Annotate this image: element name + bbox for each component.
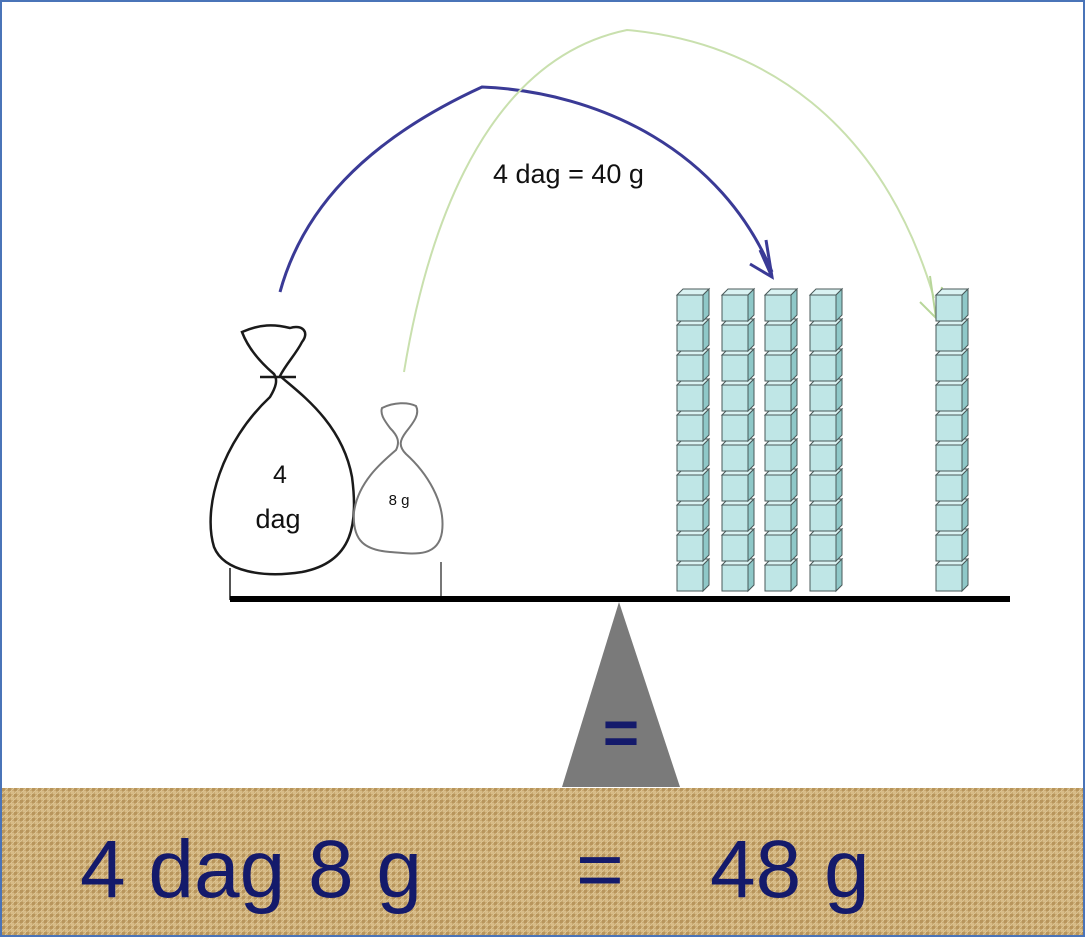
cube bbox=[808, 497, 844, 533]
equation-equals: = bbox=[576, 824, 624, 915]
cube bbox=[808, 347, 844, 383]
cube bbox=[808, 437, 844, 473]
cube bbox=[720, 497, 756, 533]
cube bbox=[720, 287, 756, 323]
cube bbox=[808, 467, 844, 503]
cube bbox=[720, 407, 756, 443]
cube bbox=[675, 317, 711, 353]
cube bbox=[675, 287, 711, 323]
cube bbox=[675, 557, 711, 593]
cube-column-ten-rod-1 bbox=[675, 287, 711, 593]
big-bag: 4 dag bbox=[209, 324, 356, 576]
cube bbox=[675, 347, 711, 383]
cube bbox=[763, 287, 799, 323]
cube bbox=[808, 527, 844, 563]
cube bbox=[934, 287, 970, 323]
equation-right: 48 g bbox=[710, 824, 870, 915]
conversion-label: 4 dag = 40 g bbox=[493, 159, 644, 189]
cube bbox=[763, 407, 799, 443]
balance-beam bbox=[230, 596, 1010, 602]
cube bbox=[675, 407, 711, 443]
cube bbox=[763, 347, 799, 383]
cube bbox=[763, 317, 799, 353]
cube-column-ten-rod-3 bbox=[763, 287, 799, 593]
cube bbox=[763, 467, 799, 503]
blue-arrow bbox=[278, 85, 774, 293]
cube bbox=[808, 317, 844, 353]
cube bbox=[808, 287, 844, 323]
ground bbox=[2, 788, 1083, 935]
fulcrum bbox=[562, 602, 680, 787]
big-bag-number: 4 bbox=[273, 461, 287, 489]
cube-column-ten-rod-2 bbox=[720, 287, 756, 593]
cube-column-ten-rod-4 bbox=[808, 287, 844, 593]
cube bbox=[763, 557, 799, 593]
cube bbox=[934, 317, 970, 353]
cube bbox=[934, 557, 970, 593]
cube bbox=[934, 527, 970, 563]
cube bbox=[720, 467, 756, 503]
cube bbox=[675, 437, 711, 473]
cube bbox=[720, 347, 756, 383]
cube bbox=[675, 497, 711, 533]
weight-cubes bbox=[675, 287, 970, 593]
cube bbox=[763, 497, 799, 533]
cube bbox=[720, 527, 756, 563]
cube-column-eight-rod bbox=[934, 287, 970, 593]
fulcrum-equals-sign: = bbox=[603, 699, 639, 768]
cube bbox=[763, 377, 799, 413]
cube bbox=[675, 377, 711, 413]
cube bbox=[934, 377, 970, 413]
small-bag: 8 g bbox=[352, 402, 444, 555]
cube bbox=[934, 467, 970, 503]
cube bbox=[675, 527, 711, 563]
cube bbox=[934, 407, 970, 443]
big-bag-unit: dag bbox=[255, 504, 300, 534]
cube bbox=[808, 407, 844, 443]
cube bbox=[934, 347, 970, 383]
cube bbox=[720, 437, 756, 473]
blue-arrowhead bbox=[749, 239, 774, 280]
green-arrow bbox=[403, 28, 935, 373]
equation-left: 4 dag 8 g bbox=[80, 824, 422, 915]
cube bbox=[763, 527, 799, 563]
cube bbox=[675, 467, 711, 503]
cube bbox=[720, 557, 756, 593]
cube bbox=[808, 377, 844, 413]
cube bbox=[934, 497, 970, 533]
small-bag-label: 8 g bbox=[389, 492, 410, 509]
cube bbox=[720, 317, 756, 353]
cube bbox=[763, 437, 799, 473]
cube bbox=[720, 377, 756, 413]
cube bbox=[808, 557, 844, 593]
cube bbox=[934, 437, 970, 473]
